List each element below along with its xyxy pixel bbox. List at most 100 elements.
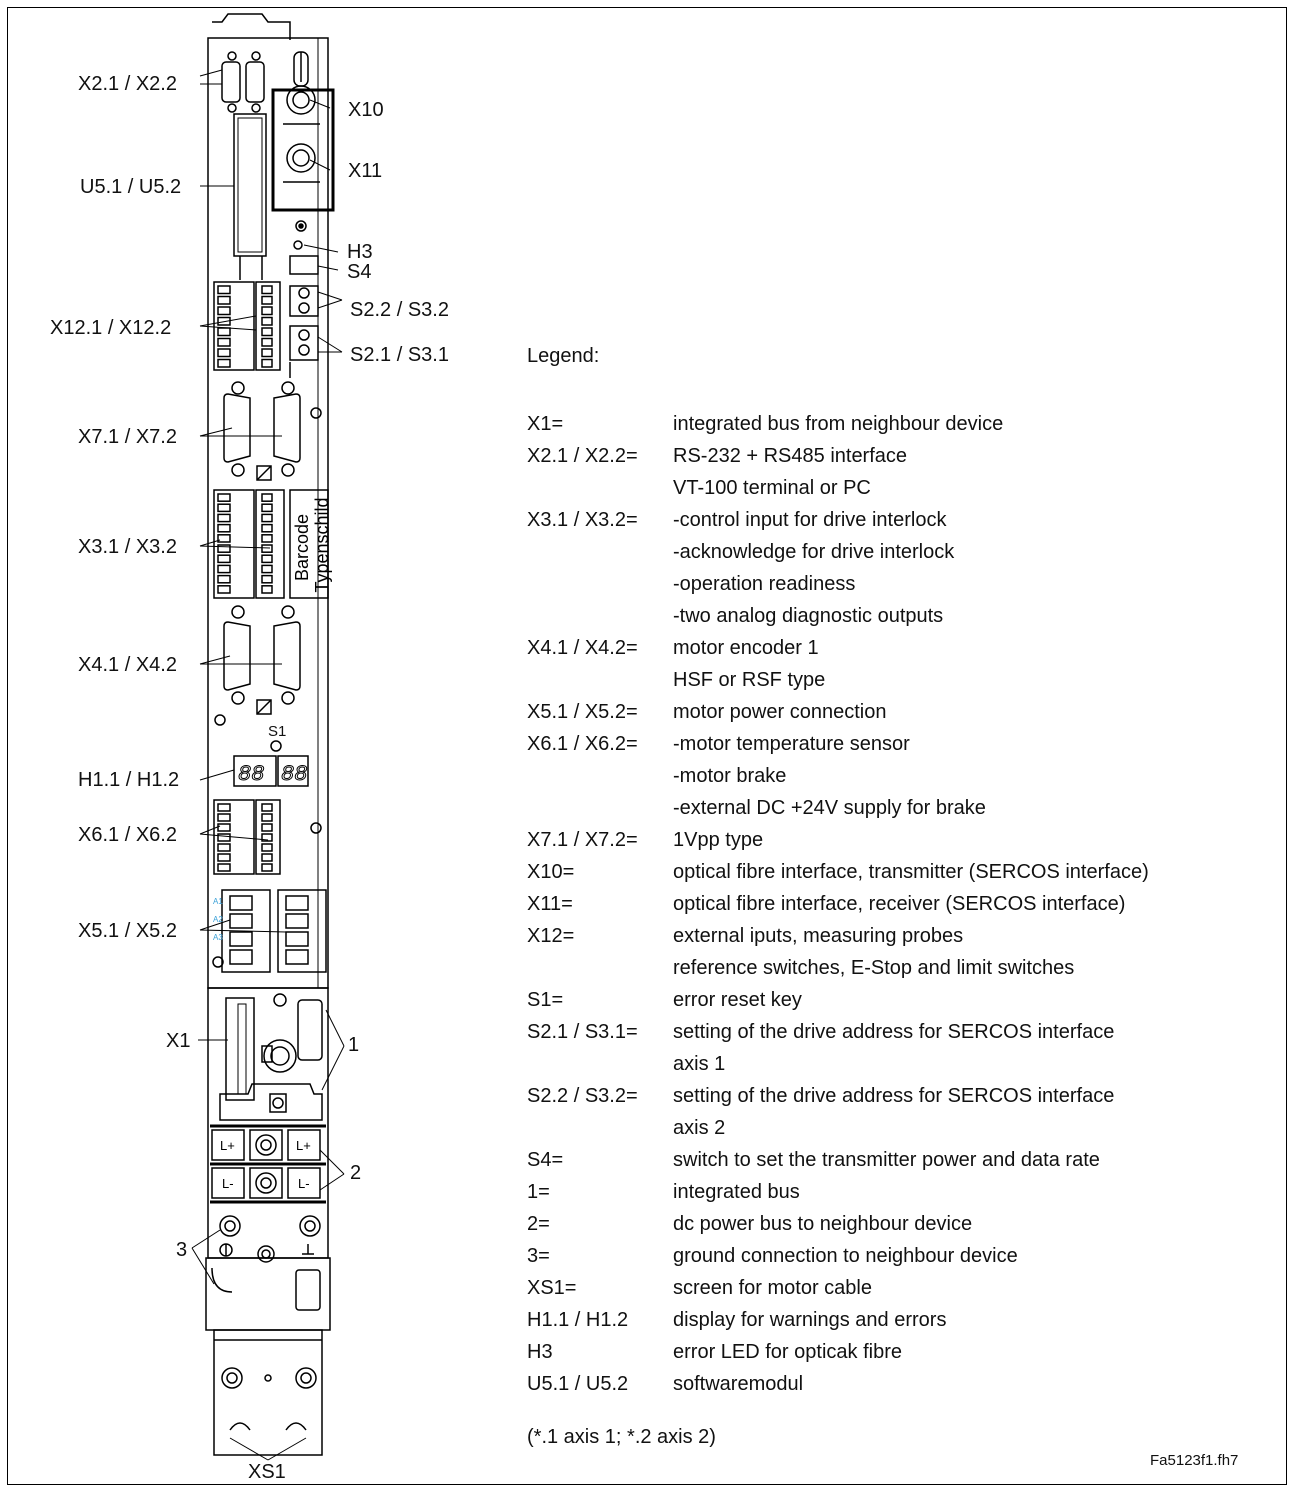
legend-desc: -external DC +24V supply for brake [673,797,986,819]
legend-desc: -acknowledge for drive interlock [673,541,955,563]
legend-key: X3.1 / X3.2= [527,509,638,531]
terminal-cell [217,503,231,513]
axis-note: (*.1 axis 1; *.2 axis 2) [527,1426,716,1448]
terminal-cell [217,574,231,584]
legend-key: H1.1 / H1.2 [527,1309,629,1331]
terminal-cell [217,544,231,553]
legend-desc: axis 1 [673,1053,726,1075]
callout-x11: X11 [348,160,383,182]
legend-key: X4.1 / X4.2= [527,637,638,659]
callout-x3: X3.1 / X3.2 [78,536,177,558]
legend-desc: setting of the drive address for SERCOS … [673,1085,1115,1107]
terminal-cell [261,803,273,812]
callout-x1: X1 [166,1030,191,1052]
callout-1: 1 [348,1034,360,1056]
legend-row: VT-100 terminal or PC [527,472,1267,504]
legend-desc: optical fibre interface, transmitter (SE… [673,861,1149,883]
x4-connectors [214,605,301,726]
legend-key: X10= [527,861,575,883]
legend-row: X12=external iputs, measuring probes [527,920,1267,952]
legend-desc: 1Vpp type [673,829,764,851]
legend-key: X7.1 / X7.2= [527,829,638,851]
terminal-cell [261,337,273,347]
legend-key: X5.1 / X5.2= [527,701,638,723]
legend-desc: softwaremodul [673,1373,804,1395]
callout-h3: H3 [347,241,373,263]
leader-lines [191,69,345,1461]
terminal-cell [217,564,231,574]
legend-row: -motor brake [527,760,1267,792]
terminal-cell [261,316,273,326]
terminal-cell [261,534,273,543]
legend-desc: optical fibre interface, receiver (SERCO… [673,893,1126,915]
x5-terminals [212,889,327,973]
callout-u5: U5.1 / U5.2 [80,176,182,198]
xs1-clamp [214,1339,322,1431]
legend-row: -acknowledge for drive interlock [527,536,1267,568]
terminal-cell [217,853,231,862]
terminal-a3: A3 [213,933,223,942]
lminus-left: L- [222,1176,234,1191]
callout-s2-1: S2.1 / S3.1 [350,344,449,366]
legend-key: X2.1 / X2.2= [527,445,638,467]
legend-desc: dc power bus to neighbour device [673,1213,973,1235]
legend-desc: VT-100 terminal or PC [673,477,871,499]
legend-row: HSF or RSF type [527,664,1267,696]
top-tab [212,13,291,40]
terminal-a1: A1 [213,897,223,906]
dc-bus [210,1124,326,1204]
legend-key: S2.2 / S3.2= [527,1085,638,1107]
legend-key: 1= [527,1181,550,1203]
svg-text:88: 88 [238,762,264,787]
terminal-cell [217,803,231,812]
legend-row: XS1=screen for motor cable [527,1272,1267,1304]
lplus-right: L+ [296,1138,311,1153]
legend-key: S4= [527,1149,564,1171]
legend-desc: -control input for drive interlock [673,509,947,531]
terminal-cell [261,285,273,295]
x1-bus [219,993,323,1121]
callout-x6: X6.1 / X6.2 [78,824,177,846]
callout-s4: S4 [347,261,372,283]
svg-text:88: 88 [281,762,307,787]
legend-title: Legend: [527,345,600,367]
legend-desc: -operation readiness [673,573,856,595]
terminal-cell [261,863,273,872]
legend-desc: setting of the drive address for SERCOS … [673,1021,1115,1043]
terminal-cell [217,316,231,326]
terminal-cell [261,554,273,564]
legend-row: reference switches, E-Stop and limit swi… [527,952,1267,984]
terminal-cell [217,306,231,316]
legend-row: -two analog diagnostic outputs [527,600,1267,632]
terminal-cell [261,544,273,553]
u5-slot [233,113,267,280]
callout-x4: X4.1 / X4.2 [78,654,177,676]
callout-x7: X7.1 / X7.2 [78,426,177,448]
terminal-a2: A2 [213,915,223,924]
terminal-cell [261,295,273,305]
nameplate-label: Barcode Typenschild [292,497,332,592]
legend-key: 2= [527,1213,550,1235]
terminal-cell [217,534,231,543]
legend-desc: motor encoder 1 [673,637,819,659]
legend-desc: RS-232 + RS485 interface [673,445,908,467]
terminal-cell [217,295,231,305]
terminal-cell [261,574,273,584]
fibre-block [271,51,335,232]
s4-switch [289,255,319,275]
terminal-cell [261,503,273,513]
terminal-cell [261,493,273,502]
legend-row: X11= optical fibre interface, receiver (S… [527,888,1267,920]
legend-row: 2= dc power bus to neighbour device [527,1208,1267,1240]
figure-id: Fa5123f1.fh7 [1150,1452,1239,1469]
terminal-cell [217,493,231,502]
legend-key: S1= [527,989,564,1011]
legend-desc: integrated bus from neighbour device [673,413,1004,435]
legend-desc: external iputs, measuring probes [673,925,964,947]
legend-key: X11= [527,893,573,915]
lminus-right: L- [298,1176,310,1191]
h1-display: 88 88 [233,755,309,788]
